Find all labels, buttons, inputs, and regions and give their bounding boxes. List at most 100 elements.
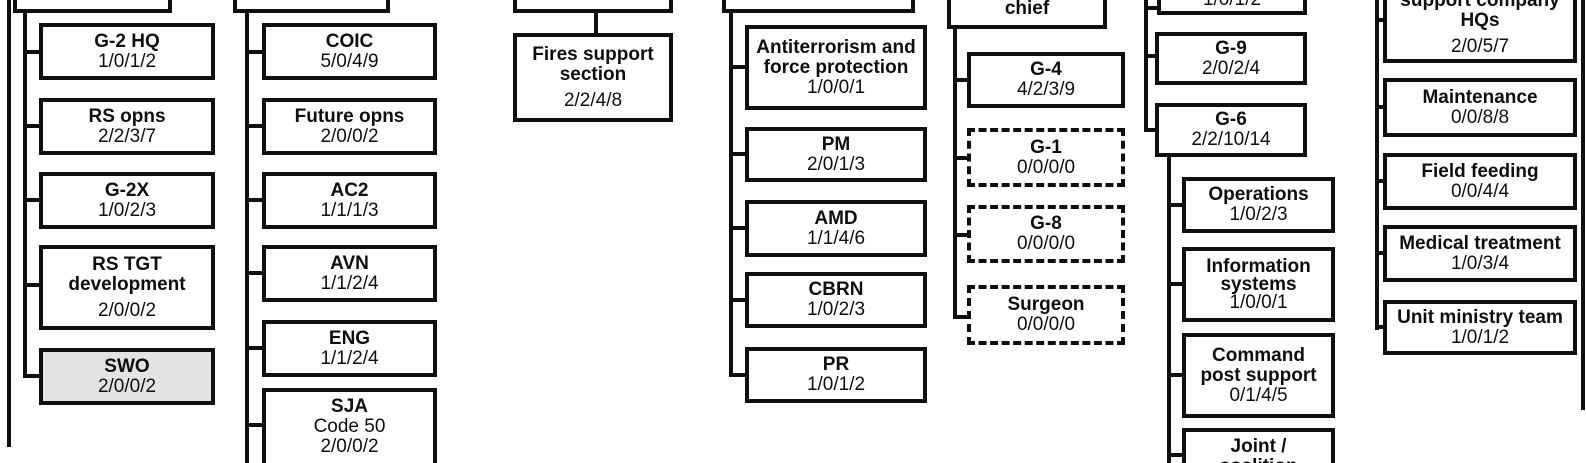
org-box-avn: AVN 1/1/2/4	[262, 245, 437, 302]
org-box-g9: G-9 2/0/2/4	[1155, 32, 1307, 85]
org-box-field-feeding: Field feeding 0/0/4/4	[1383, 153, 1577, 210]
connector-line	[953, 233, 967, 237]
box-staffing: 1/0/2/3	[806, 299, 866, 320]
box-staffing: 0/0/8/8	[1450, 106, 1510, 128]
connector-line	[1167, 203, 1182, 207]
box-staffing: 2/2/4/8	[563, 89, 623, 111]
box-title: G-2 HQ	[94, 30, 160, 52]
connector-line	[1375, 0, 1379, 330]
connector-line	[1144, 128, 1155, 132]
box-staffing: 0/0/0/0	[1016, 156, 1076, 178]
connector-line	[1167, 453, 1182, 457]
box-title: G-8	[1030, 213, 1062, 234]
org-box-chief-cropped: chief	[947, 0, 1107, 29]
org-box-medical-treatment: Medical treatment 1/0/3/4	[1383, 225, 1577, 282]
org-box-unit-ministry-team: Unit ministry team 1/0/1/2	[1383, 300, 1577, 355]
org-box-antiterrorism-force-protection: Antiterrorism and force protection 1/0/0…	[745, 25, 927, 110]
box-title: PM	[821, 133, 851, 155]
box-staffing: 1/0/1/2	[806, 374, 866, 395]
box-staffing: 1/0/1/2	[1203, 0, 1261, 10]
box-title: Maintenance	[1422, 86, 1538, 108]
org-box-g1: G-1 0/0/0/0	[967, 128, 1125, 187]
box-title: PR	[822, 354, 850, 375]
org-box-g2-hq: G-2 HQ 1/0/1/2	[39, 23, 215, 80]
connector-line	[1581, 0, 1585, 410]
org-box-operations: Operations 1/0/2/3	[1182, 177, 1335, 233]
connector-line	[729, 152, 745, 156]
connector-line	[1375, 18, 1383, 22]
org-box-g2-parent-cropped	[13, 0, 172, 13]
connector-line	[1167, 373, 1182, 377]
connector-line	[245, 346, 262, 350]
org-box-sja: SJA Code 50 2/0/0/2	[262, 388, 437, 463]
box-title: G-2X	[104, 179, 150, 201]
org-box-information-systems: Information systems 1/0/0/1	[1182, 247, 1335, 322]
connector-line	[1167, 282, 1182, 286]
org-box-joint-coalition-cropped: Joint / coalition	[1182, 428, 1335, 463]
connector-line	[953, 78, 967, 82]
connector-line	[953, 156, 967, 160]
org-box-support-company-hqs-cropped: support company HQs 2/0/5/7	[1383, 0, 1577, 63]
box-staffing: 0/0/0/0	[1016, 233, 1076, 254]
box-staffing: 2/0/0/2	[97, 299, 157, 321]
box-staffing: 1/0/0/1	[806, 76, 866, 98]
connector-line	[729, 65, 745, 69]
box-title: Command post support	[1200, 344, 1317, 386]
box-staffing: 1/1/2/4	[320, 272, 379, 294]
box-staffing: 1/0/0/1	[1229, 291, 1288, 313]
connector-line	[729, 226, 745, 230]
box-staffing: 2/2/3/7	[97, 125, 157, 147]
box-staffing: 2/0/5/7	[1450, 36, 1510, 57]
org-box-amd: AMD 1/1/4/6	[745, 200, 927, 257]
connector-line	[1167, 155, 1171, 463]
box-staffing: 1/0/2/3	[97, 199, 157, 221]
connector-line	[1144, 6, 1157, 10]
box-staffing: 2/0/0/2	[320, 125, 379, 147]
connector-line	[729, 298, 745, 302]
box-subtitle: Code 50	[313, 416, 386, 437]
box-title: G-6	[1215, 109, 1247, 130]
connector-line	[953, 315, 967, 319]
box-title: SJA	[331, 396, 368, 417]
connector-line	[7, 0, 11, 447]
org-box-maintenance: Maintenance 0/0/8/8	[1383, 78, 1577, 137]
box-title: COIC	[325, 30, 374, 52]
box-title: support company HQs	[1400, 0, 1560, 31]
org-box-g8: G-8 0/0/0/0	[967, 205, 1125, 263]
box-staffing: 2/0/0/2	[320, 436, 379, 457]
connector-line	[1144, 54, 1155, 58]
box-title: ENG	[328, 327, 371, 349]
org-box-pm: PM 2/0/1/3	[745, 127, 927, 182]
box-title: RS TGT development	[68, 253, 186, 295]
box-staffing: 2/0/2/4	[1201, 57, 1261, 79]
box-staffing: 0/0/0/0	[1016, 314, 1076, 335]
connector-line	[953, 27, 957, 319]
connector-line	[1375, 105, 1383, 109]
connector-line	[245, 271, 262, 275]
box-staffing: 0/1/4/5	[1229, 384, 1288, 406]
org-box-protection-parent-cropped	[722, 0, 915, 13]
box-staffing: 1/1/1/3	[320, 199, 379, 221]
box-staffing: 1/0/1/2	[97, 50, 157, 72]
connector-line	[23, 11, 27, 378]
org-box-pr: PR 1/0/1/2	[745, 347, 927, 403]
connector-line	[1375, 251, 1383, 255]
box-title: Fires support section	[532, 43, 654, 85]
connector-line	[23, 124, 39, 128]
connector-line	[23, 374, 39, 378]
box-staffing: 0/0/4/4	[1450, 180, 1510, 202]
box-title: RS opns	[88, 105, 166, 127]
box-title: Operations	[1208, 184, 1309, 205]
connector-line	[1144, 0, 1148, 132]
connector-line	[594, 11, 598, 35]
org-box-rs-opns: RS opns 2/2/3/7	[39, 98, 215, 155]
org-box-g2x: G-2X 1/0/2/3	[39, 172, 215, 229]
box-title: AVN	[330, 252, 369, 274]
box-staffing: 1/0/2/3	[1229, 204, 1288, 225]
box-title: Future opns	[294, 105, 405, 127]
connector-line	[23, 198, 39, 202]
box-title: Information systems	[1206, 255, 1311, 295]
box-staffing: 4/2/3/9	[1016, 79, 1076, 100]
box-title: AC2	[330, 179, 369, 201]
